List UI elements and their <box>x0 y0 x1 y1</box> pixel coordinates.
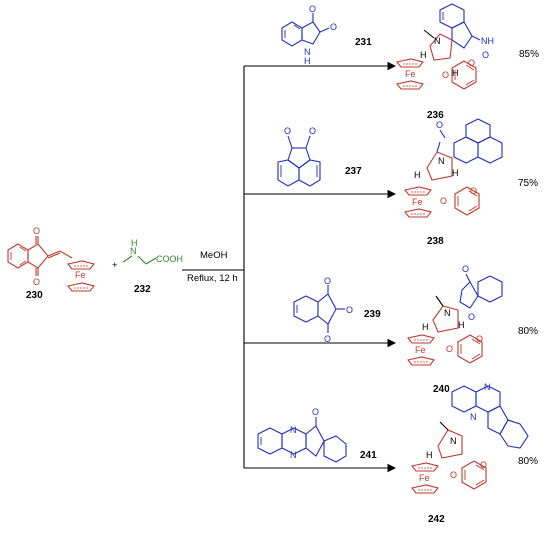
atom-o: O <box>462 264 469 274</box>
atom-o: O <box>480 460 487 470</box>
yield-238: 75% <box>518 178 538 189</box>
compound-242: N N N H O O Fe 242 80% <box>411 382 538 525</box>
atom-o: O <box>476 334 483 344</box>
atom-o: O <box>284 126 291 136</box>
compound-label-240: 240 <box>433 384 450 395</box>
compound-label-231: 231 <box>355 37 372 48</box>
atom-n: N <box>470 412 477 422</box>
compound-239: O O O 239 <box>293 276 381 344</box>
atom-h: H <box>414 170 421 180</box>
atom-o: O <box>324 334 331 344</box>
atom-o: O <box>309 4 316 14</box>
atom-n: N <box>434 36 441 46</box>
compound-label-241: 241 <box>360 450 377 461</box>
atom-o: O <box>440 196 447 206</box>
atom-o: O <box>312 407 319 417</box>
atom-o: O <box>450 470 457 480</box>
compound-label-230: 230 <box>26 290 43 301</box>
atom-fe: Fe <box>405 69 416 79</box>
compound-label-236: 236 <box>427 110 444 121</box>
condition-temp-time: Reflux, 12 h <box>187 273 238 284</box>
atom-o: O <box>436 120 443 130</box>
atom-n: N <box>130 246 137 256</box>
plus-sign: + <box>112 260 118 271</box>
compound-230: O O Fe 230 <box>7 226 95 301</box>
compound-232: N H COOH 232 <box>122 238 183 295</box>
compound-237: O O 237 <box>277 126 362 187</box>
atom-o: O <box>468 58 475 68</box>
atom-nh: N <box>304 47 311 57</box>
atom-o: O <box>309 126 316 136</box>
atom-o: O <box>33 277 40 287</box>
atom-o: O <box>468 312 475 322</box>
compound-label-242: 242 <box>428 514 445 525</box>
atom-h: H <box>304 56 311 66</box>
atom-fe: Fe <box>412 197 423 207</box>
atom-n: N <box>484 382 491 392</box>
compound-236: NH O N O O H H Fe 236 85% <box>396 3 539 121</box>
compound-231: O O N H 231 <box>281 4 372 66</box>
atom-n: N <box>290 450 297 460</box>
compound-label-237: 237 <box>345 166 362 177</box>
atom-o: O <box>346 305 353 315</box>
atom-n: N <box>444 308 451 318</box>
compound-241: O N N 241 <box>257 407 377 463</box>
atom-o: O <box>33 226 40 236</box>
compound-label-232: 232 <box>134 284 151 295</box>
yield-240: 80% <box>518 326 538 337</box>
atom-h: H <box>420 50 427 60</box>
yield-236: 85% <box>519 49 539 60</box>
atom-h: H <box>452 68 459 78</box>
atom-o: O <box>324 276 331 286</box>
compound-label-238: 238 <box>427 236 444 247</box>
atom-h: H <box>131 238 138 248</box>
condition-solvent: MeOH <box>200 250 228 261</box>
compound-240: O O N H H O O Fe 240 80% <box>407 264 538 395</box>
atom-h: H <box>426 450 433 460</box>
yield-242: 80% <box>518 456 538 467</box>
atom-h: H <box>422 322 429 332</box>
atom-o: O <box>446 344 453 354</box>
compound-label-239: 239 <box>364 309 381 320</box>
atom-o: O <box>470 186 477 196</box>
compound-238: O N H H O O Fe 238 75% <box>404 118 538 247</box>
atom-o: O <box>442 70 449 80</box>
atom-h: H <box>458 320 465 330</box>
atom-n: N <box>438 156 445 166</box>
atom-n: N <box>450 436 457 446</box>
atom-h: H <box>452 168 459 178</box>
atom-o: O <box>482 50 489 60</box>
atom-fe: Fe <box>419 473 430 483</box>
atom-fe: Fe <box>75 270 86 280</box>
atom-nh: NH <box>481 36 494 46</box>
acid-group: COOH <box>156 254 183 264</box>
atom-fe: Fe <box>415 345 426 355</box>
atom-o: O <box>330 22 337 32</box>
atom-n: N <box>290 425 297 435</box>
